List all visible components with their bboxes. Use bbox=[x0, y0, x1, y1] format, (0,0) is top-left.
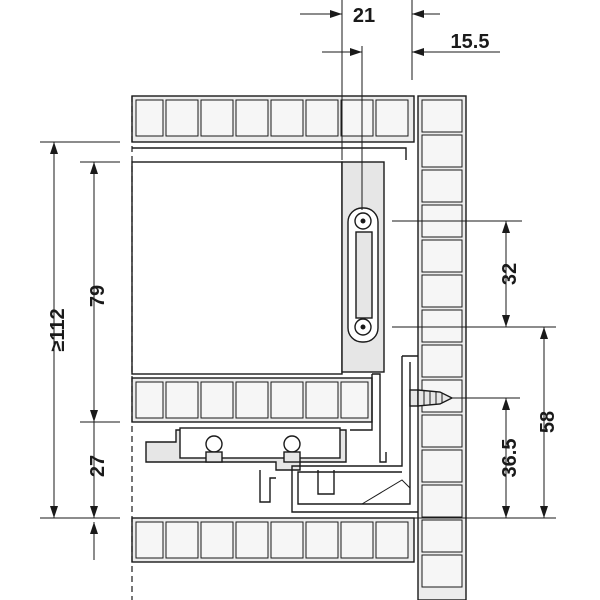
dimension-label-top-offset: 15.5 bbox=[451, 31, 490, 53]
dimension-right-lower: 36.5 bbox=[452, 397, 521, 518]
top-board bbox=[131, 95, 415, 143]
dimension-label-overall-height: ≥112 bbox=[47, 308, 69, 351]
cabinet-side-panel bbox=[417, 95, 467, 600]
bottom-board bbox=[131, 517, 415, 563]
dimension-top-width: 21 bbox=[300, 0, 440, 160]
dimension-label-right-lower: 36.5 bbox=[499, 439, 521, 478]
dimension-label-bottom-gap: 27 bbox=[87, 455, 109, 477]
dimension-label-inner-height: 79 bbox=[87, 285, 109, 307]
top-plate bbox=[132, 147, 407, 160]
dimension-inner-height: 79 bbox=[80, 161, 120, 423]
dimension-label-hole-spacing: 32 bbox=[499, 263, 521, 285]
cabinet-runner bbox=[291, 355, 418, 513]
runner-knob-left bbox=[205, 435, 223, 453]
runner-slope bbox=[361, 479, 411, 505]
dimension-bottom-gap: 27 bbox=[87, 422, 109, 560]
drawer-bottom-board bbox=[131, 377, 373, 423]
dimension-overall-height: ≥112 bbox=[40, 141, 120, 519]
dimension-label-right-height: 58 bbox=[537, 411, 559, 433]
drawer-front bbox=[131, 161, 343, 375]
runner-knob-right bbox=[283, 435, 301, 453]
runner-rail bbox=[145, 427, 347, 503]
dimension-label-top-width: 21 bbox=[353, 5, 375, 27]
drawer-side-profile bbox=[341, 161, 385, 373]
screw bbox=[409, 389, 454, 407]
dimension-right-height: 58 bbox=[392, 326, 559, 519]
dimension-top-offset: 15.5 bbox=[322, 31, 500, 210]
runner-profile bbox=[350, 373, 387, 463]
